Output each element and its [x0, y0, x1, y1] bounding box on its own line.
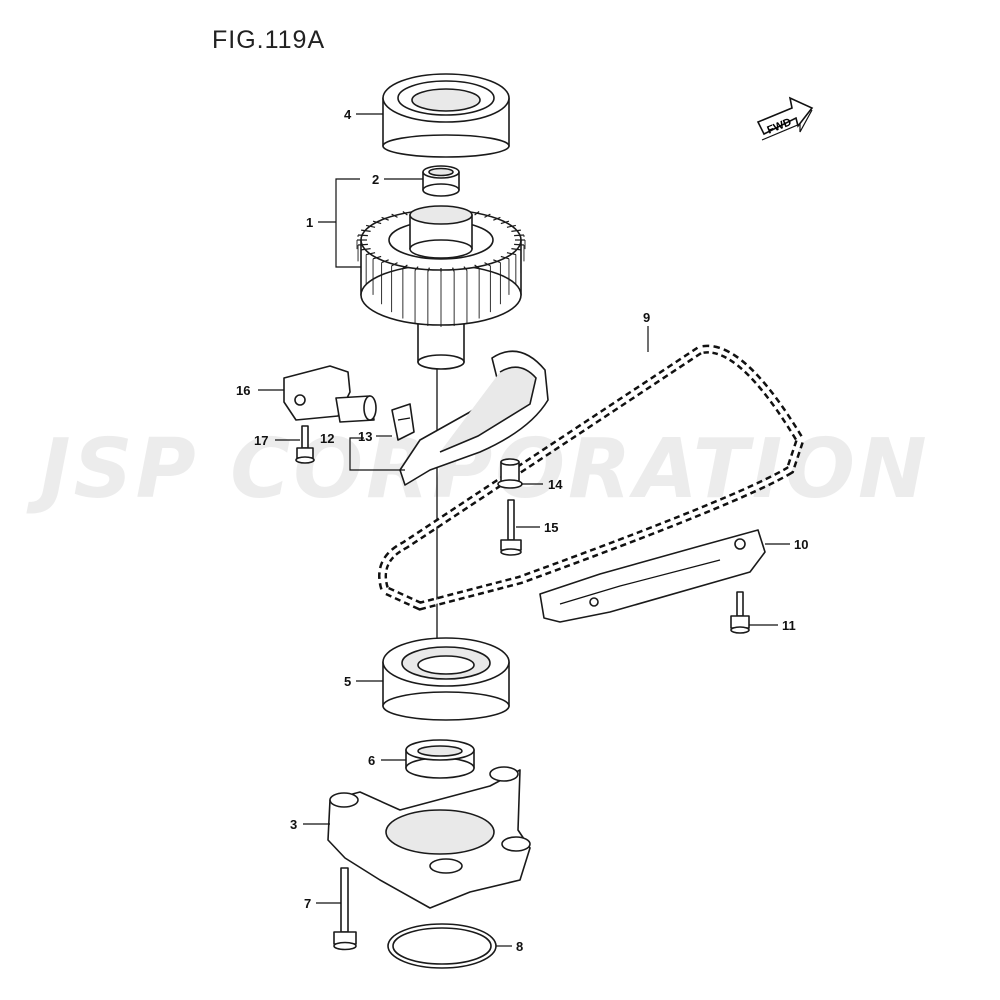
callout-8: 8 [516, 939, 523, 954]
fwd-arrow-icon: FWD [756, 96, 814, 141]
part-16-tensioner[interactable] [283, 365, 377, 423]
callouts: 4 2 1 16 17 13 12 9 14 15 10 11 5 6 3 7 … [236, 107, 808, 954]
leader-lines [258, 113, 790, 947]
callout-16: 16 [236, 383, 250, 398]
gear-tooth [484, 262, 491, 267]
gear-tooth [500, 220, 510, 225]
gear-teeth [356, 208, 526, 327]
gear-tooth [474, 211, 480, 216]
gear-tooth [366, 252, 376, 256]
callout-5: 5 [344, 674, 351, 689]
gear-tooth [493, 259, 501, 264]
gear-tooth [493, 216, 501, 221]
part-12-chain-guide[interactable] [399, 350, 549, 486]
part-10-chain-guide[interactable] [539, 529, 766, 623]
gear-tooth [361, 229, 371, 232]
part-4-bearing[interactable] [382, 73, 510, 158]
gear-tooth [402, 211, 408, 216]
part-2-bushing[interactable] [422, 165, 460, 197]
gear-tooth [474, 264, 480, 269]
gear-tooth [361, 248, 371, 251]
gear-tooth [511, 229, 521, 232]
gear-tooth [372, 255, 382, 260]
callout-2: 2 [372, 172, 379, 187]
gear-tooth [514, 234, 525, 237]
callout-10: 10 [794, 537, 808, 552]
gear-tooth [366, 224, 376, 228]
gear-tooth [511, 248, 521, 251]
callout-4: 4 [344, 107, 352, 122]
part-3-housing[interactable] [327, 766, 531, 909]
part-7-bolt[interactable] [333, 867, 357, 951]
part-6-oil-seal[interactable] [405, 739, 475, 779]
part-11-bolt[interactable] [730, 591, 750, 634]
figure-title: FIG.119A [212, 26, 326, 54]
gear-tooth [391, 262, 398, 267]
part-15-bolt[interactable] [500, 499, 522, 556]
gear-tooth [452, 267, 455, 272]
gear-tooth [506, 224, 516, 228]
part-17-bolt[interactable] [295, 425, 315, 464]
callout-1: 1 [306, 215, 313, 230]
chain-inner-line [380, 347, 803, 609]
callout-14: 14 [548, 477, 563, 492]
gear-tooth [414, 266, 419, 271]
gear-tooth [402, 264, 408, 269]
gear-tooth [500, 255, 510, 260]
gear-tooth [484, 213, 491, 218]
callout-12: 12 [320, 431, 334, 446]
gear-tooth [514, 243, 525, 246]
part-8-o-ring[interactable] [387, 923, 497, 969]
part-14-pin[interactable] [497, 458, 523, 489]
gear-tooth [357, 243, 368, 246]
callout-7: 7 [304, 896, 311, 911]
callout-6: 6 [368, 753, 375, 768]
part-1-gear-shaft[interactable] [356, 205, 526, 370]
gear-tooth [463, 266, 468, 271]
gear-tooth [372, 220, 382, 225]
gear-tooth [357, 234, 368, 237]
callout-13: 13 [358, 429, 372, 444]
gear-tooth [381, 216, 389, 221]
callout-3: 3 [290, 817, 297, 832]
part-5-bearing[interactable] [382, 637, 510, 721]
gear-tooth [506, 252, 516, 256]
gear-tooth [381, 259, 389, 264]
callout-11: 11 [782, 618, 796, 633]
callout-15: 15 [544, 520, 558, 535]
part-13-clip[interactable] [391, 403, 415, 441]
callout-17: 17 [254, 433, 268, 448]
callout-9: 9 [643, 310, 650, 325]
gear-tooth [427, 267, 430, 272]
gear-tooth [391, 213, 398, 218]
